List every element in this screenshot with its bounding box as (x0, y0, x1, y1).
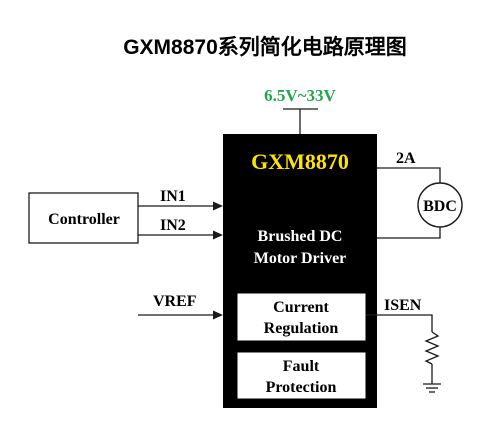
ground-icon (423, 383, 441, 393)
chip-name: GXM8870 (251, 149, 349, 174)
isen-label: ISEN (384, 297, 422, 314)
supply-voltage-label: 6.5V~33V (264, 86, 336, 105)
motor-label: BDC (423, 198, 457, 215)
current-regulation-block (236, 292, 367, 342)
fault-protection-block (236, 351, 367, 400)
current-regulation-line2: Regulation (264, 320, 339, 337)
motor-current-label: 2A (396, 150, 416, 167)
motor-wire-bottom (377, 227, 441, 239)
isen-wire (366, 314, 433, 332)
motor-wire-top (377, 167, 441, 183)
in2-arrow-icon (213, 230, 223, 240)
in2-label: IN2 (160, 217, 186, 234)
fault-protection-line2: Protection (266, 379, 337, 396)
motor-symbol (417, 182, 463, 228)
fault-protection-line1: Fault (283, 358, 320, 375)
vref-arrow-icon (213, 310, 223, 320)
diagram-title: GXM8870系列简化电路原理图 (123, 35, 407, 59)
current-regulation-line1: Current (273, 299, 329, 316)
chip-function-line2: Motor Driver (254, 250, 347, 267)
in1-label: IN1 (160, 188, 186, 205)
vref-label: VREF (153, 293, 197, 310)
controller-label: Controller (48, 211, 120, 228)
chip-function-line1: Brushed DC (258, 228, 343, 245)
sense-resistor-icon (424, 331, 440, 365)
in1-arrow-icon (213, 201, 223, 211)
controller-box (28, 192, 139, 244)
